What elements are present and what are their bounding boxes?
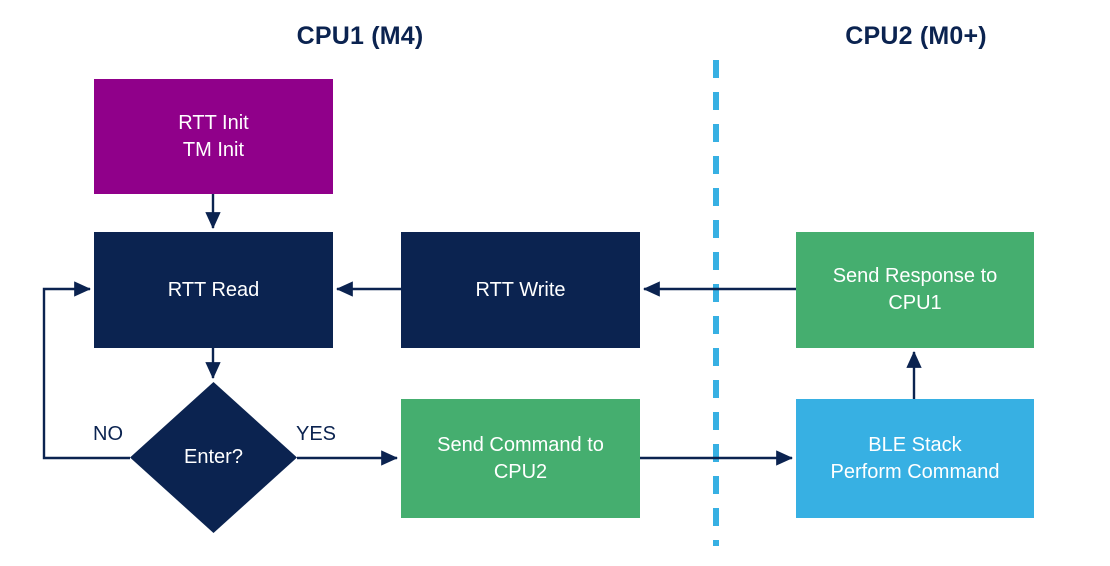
node-send-command[interactable]: Send Command to CPU2	[401, 399, 640, 518]
node-send-command-label: Send Command to CPU2	[437, 433, 604, 483]
edge-label-no: NO	[93, 423, 123, 445]
node-rtt-write-label: RTT Write	[475, 278, 566, 301]
node-rtt-init[interactable]: RTT Init TM Init	[94, 79, 333, 194]
lane-title-cpu1: CPU1 (M4)	[296, 22, 424, 50]
node-enter-decision-label: Enter?	[184, 446, 243, 468]
node-ble-stack[interactable]: BLE Stack Perform Command	[796, 399, 1034, 518]
node-send-response-label: Send Response to CPU1	[832, 265, 998, 314]
node-ble-stack-label: BLE Stack Perform Command	[830, 433, 1000, 483]
node-rtt-read-label: RTT Read	[167, 278, 260, 301]
cpu-lane-divider	[713, 60, 719, 546]
node-rtt-init-label: RTT Init TM Init	[178, 111, 249, 161]
lane-title-cpu2: CPU2 (M0+)	[845, 22, 987, 50]
node-send-response[interactable]: Send Response to CPU1	[796, 232, 1034, 348]
node-rtt-write[interactable]: RTT Write	[401, 232, 640, 348]
node-rtt-read[interactable]: RTT Read	[94, 232, 333, 348]
diamond-shape-icon	[130, 382, 297, 533]
edge-label-yes: YES	[296, 423, 337, 445]
node-enter-decision[interactable]: Enter?	[130, 382, 297, 533]
